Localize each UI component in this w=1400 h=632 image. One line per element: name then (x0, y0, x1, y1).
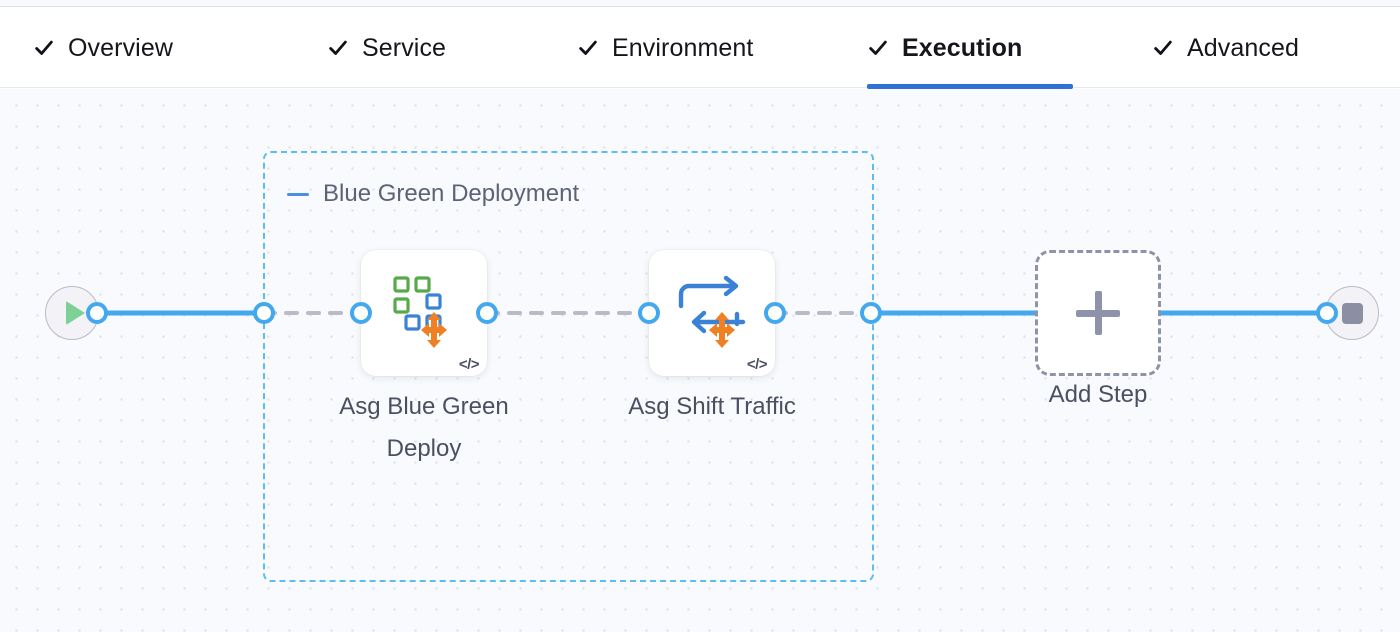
port-start-out[interactable] (86, 302, 108, 324)
tab-service[interactable]: Service (327, 8, 534, 88)
check-icon (327, 37, 349, 59)
stage-group-title: Blue Green Deployment (323, 180, 580, 207)
tab-label: Advanced (1187, 33, 1299, 62)
asg-blue-green-deploy-icon (381, 270, 467, 356)
plus-icon (1076, 291, 1120, 335)
port-group-in[interactable] (253, 302, 275, 324)
add-step-card[interactable] (1035, 250, 1161, 376)
tab-overview[interactable]: Overview (33, 8, 268, 88)
check-icon (867, 37, 889, 59)
tab-advanced[interactable]: Advanced (1152, 8, 1384, 88)
top-strip (0, 0, 1400, 7)
collapse-dash-icon[interactable] (287, 192, 309, 196)
tab-execution[interactable]: Execution (867, 8, 1073, 89)
code-glyph-icon: </> (746, 356, 768, 373)
add-step-node[interactable]: Add Step (1035, 250, 1161, 407)
step-card[interactable]: </> (361, 250, 487, 376)
stop-icon (1341, 302, 1363, 324)
check-icon (1152, 37, 1174, 59)
tab-label: Service (362, 33, 447, 62)
play-icon (65, 301, 85, 325)
tab-label: Execution (902, 33, 1023, 62)
port-end-in[interactable] (1316, 302, 1338, 324)
stage-group-header: Blue Green Deployment (287, 182, 579, 206)
stage-group-blue-green-deployment[interactable]: Blue Green Deployment (263, 151, 874, 582)
pipeline-start-node[interactable] (45, 286, 99, 340)
add-step-label: Add Step (1048, 381, 1148, 408)
port-step2-out[interactable] (764, 302, 786, 324)
step-node[interactable]: </> Asg Blue Green Deploy (339, 250, 509, 462)
check-icon (33, 37, 55, 59)
port-step1-out[interactable] (476, 302, 498, 324)
check-icon (577, 37, 599, 59)
tab-label: Environment (612, 33, 754, 62)
asg-shift-traffic-icon (669, 270, 755, 356)
tab-active-underline (867, 84, 1073, 89)
step-card[interactable]: </> (649, 250, 775, 376)
tab-environment[interactable]: Environment (577, 8, 849, 88)
pipeline-tab-bar: Overview Service Environment Execution Advan… (0, 8, 1400, 89)
port-step2-in[interactable] (638, 302, 660, 324)
pipeline-canvas[interactable]: Blue Green Deployment </> Asg Blue Green … (0, 89, 1400, 632)
code-glyph-icon: </> (458, 356, 480, 373)
port-group-out[interactable] (860, 302, 882, 324)
tab-label: Overview (68, 33, 173, 62)
step-node[interactable]: </> Asg Shift Traffic (628, 250, 796, 420)
port-step1-in[interactable] (350, 302, 372, 324)
step-label: Asg Shift Traffic (628, 393, 796, 420)
step-label: Asg Blue Green Deploy (339, 393, 509, 462)
